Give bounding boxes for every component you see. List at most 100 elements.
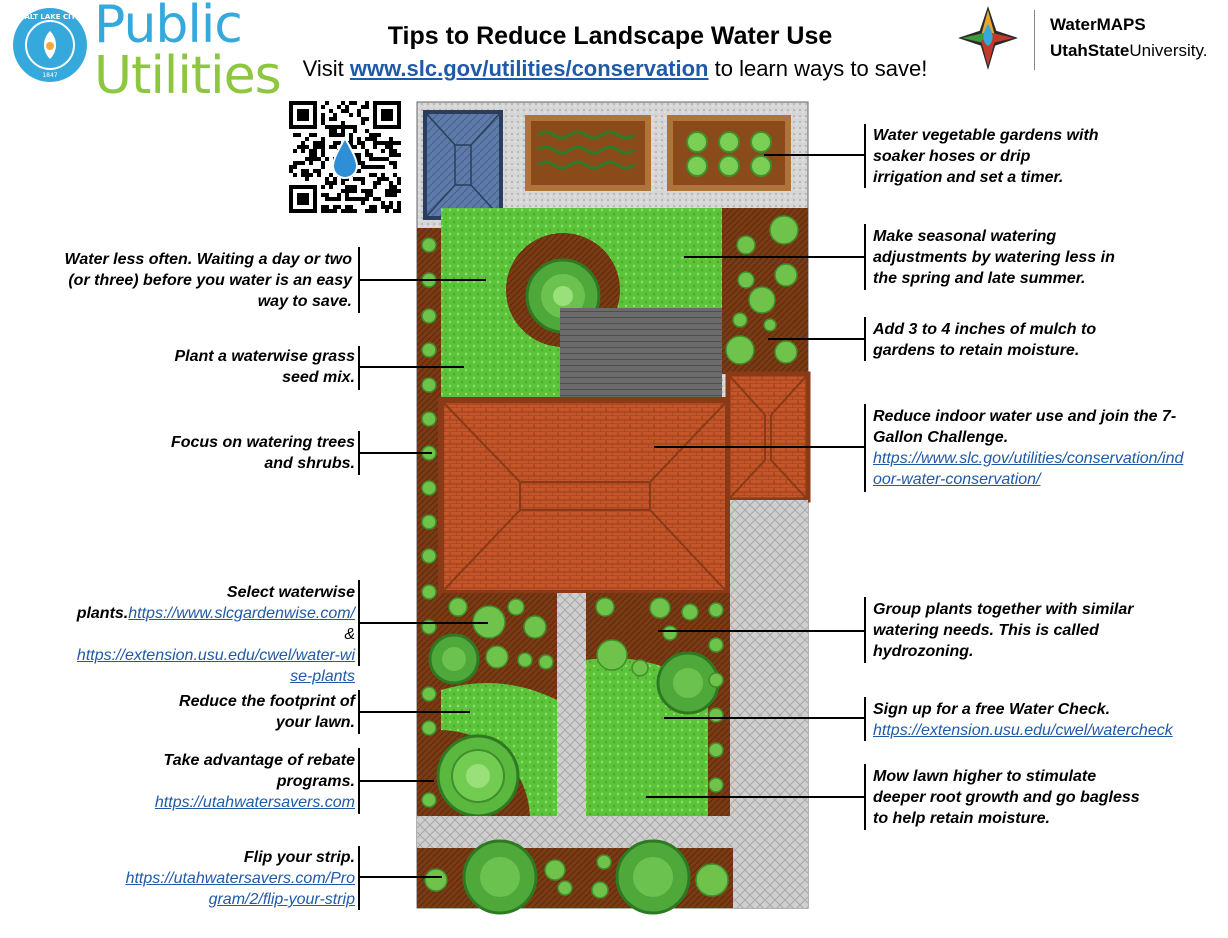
- shrub: [763, 318, 777, 332]
- qr-module: [329, 209, 333, 213]
- shrub: [631, 659, 649, 677]
- qr-module: [381, 141, 385, 145]
- qr-module: [341, 129, 345, 133]
- qr-module: [321, 193, 325, 197]
- qr-module: [301, 145, 305, 149]
- qr-module: [357, 169, 361, 173]
- shrub: [421, 237, 437, 253]
- shrub: [421, 584, 437, 600]
- shrub: [708, 637, 724, 653]
- qr-module: [321, 137, 325, 141]
- qr-module: [369, 189, 373, 193]
- sidewalk: [417, 816, 808, 848]
- qr-module: [353, 129, 357, 133]
- usu-waterwise-link[interactable]: https://extension.usu.edu/cwel/water-wis…: [76, 647, 355, 685]
- partner-usu-rest: University.: [1129, 41, 1208, 60]
- qr-module: [313, 133, 317, 137]
- qr-module: [389, 189, 393, 193]
- leader-line: [768, 338, 864, 340]
- qr-module: [317, 141, 321, 145]
- subtitle-suffix: to learn ways to save!: [708, 56, 928, 81]
- qr-module: [393, 185, 397, 189]
- plan-shape: [718, 155, 740, 177]
- qr-module: [337, 141, 341, 145]
- plan-shape: [673, 668, 703, 698]
- shrub: [544, 859, 566, 881]
- qr-module: [325, 101, 329, 105]
- qr-module: [341, 133, 345, 137]
- bracket: [864, 597, 866, 663]
- shrub: [421, 720, 437, 736]
- qr-module: [377, 177, 381, 181]
- qr-module: [313, 153, 317, 157]
- qr-module: [333, 145, 337, 149]
- qr-module: [393, 189, 397, 193]
- qr-module: [389, 141, 393, 145]
- qr-module: [293, 173, 297, 177]
- leader-line: [358, 452, 432, 454]
- qr-module: [393, 153, 397, 157]
- qr-module: [365, 105, 369, 109]
- qr-module: [325, 209, 329, 213]
- qr-module: [381, 201, 385, 205]
- plan-shape: [537, 145, 635, 155]
- watercheck-link[interactable]: https://extension.usu.edu/cwel/waterchec…: [873, 722, 1173, 739]
- shrub: [708, 672, 724, 688]
- qr-module: [361, 145, 365, 149]
- logo-divider: [1034, 10, 1035, 70]
- qr-module: [349, 125, 353, 129]
- utahwatersavers-link[interactable]: https://utahwatersavers.com: [154, 794, 355, 811]
- qr-module: [345, 125, 349, 129]
- qr-module: [293, 133, 297, 137]
- qr-module: [377, 197, 381, 201]
- qr-module: [309, 153, 313, 157]
- shrub: [774, 340, 798, 364]
- qr-module: [345, 197, 349, 201]
- qr-module: [369, 165, 373, 169]
- qr-module: [321, 117, 325, 121]
- leader-line: [358, 279, 486, 281]
- qr-module: [289, 165, 293, 169]
- indoor-conservation-link[interactable]: https://www.slc.gov/utilities/conservati…: [873, 450, 1184, 488]
- qr-module: [321, 209, 325, 213]
- brand-line-1: Public: [94, 0, 243, 55]
- plan-shape: [442, 647, 466, 671]
- qr-module: [333, 181, 337, 185]
- qr-module: [289, 169, 293, 173]
- qr-module: [353, 197, 357, 201]
- qr-module: [389, 205, 393, 209]
- qr-module: [365, 209, 369, 213]
- plan-shape: [480, 857, 520, 897]
- qr-module: [349, 197, 353, 201]
- qr-module: [329, 185, 333, 189]
- leader-line: [764, 154, 864, 156]
- qr-module: [329, 117, 333, 121]
- watermaps-compass-icon: [958, 6, 1018, 70]
- qr-module: [369, 157, 373, 161]
- conservation-link[interactable]: www.slc.gov/utilities/conservation: [349, 56, 709, 81]
- qr-module: [373, 173, 377, 177]
- qr-module: [333, 197, 337, 201]
- bracket: [864, 764, 866, 830]
- qr-module: [393, 209, 397, 213]
- seal-text-year: 1847: [42, 72, 57, 79]
- shrub: [421, 548, 437, 564]
- flip-strip-link[interactable]: https://utahwatersavers.com/Program/2/fl…: [125, 870, 355, 908]
- bracket: [358, 346, 360, 390]
- leader-line: [658, 630, 864, 632]
- leader-line: [358, 876, 442, 878]
- qr-module: [321, 113, 325, 117]
- tip-hydrozoning: Group plants together with similar water…: [873, 599, 1143, 662]
- qr-module: [357, 157, 361, 161]
- tip-flip-strip: Flip your strip.https://utahwatersavers.…: [120, 847, 355, 910]
- qr-module: [301, 169, 305, 173]
- shrub: [595, 597, 615, 617]
- bracket: [864, 317, 866, 361]
- qr-module: [341, 177, 345, 181]
- shrub: [507, 598, 525, 616]
- qr-module: [373, 133, 377, 137]
- qr-module: [373, 157, 377, 161]
- qr-module: [349, 137, 353, 141]
- qr-module: [313, 169, 317, 173]
- slcgardenwise-link[interactable]: https://www.slcgardenwise.com/: [128, 605, 355, 622]
